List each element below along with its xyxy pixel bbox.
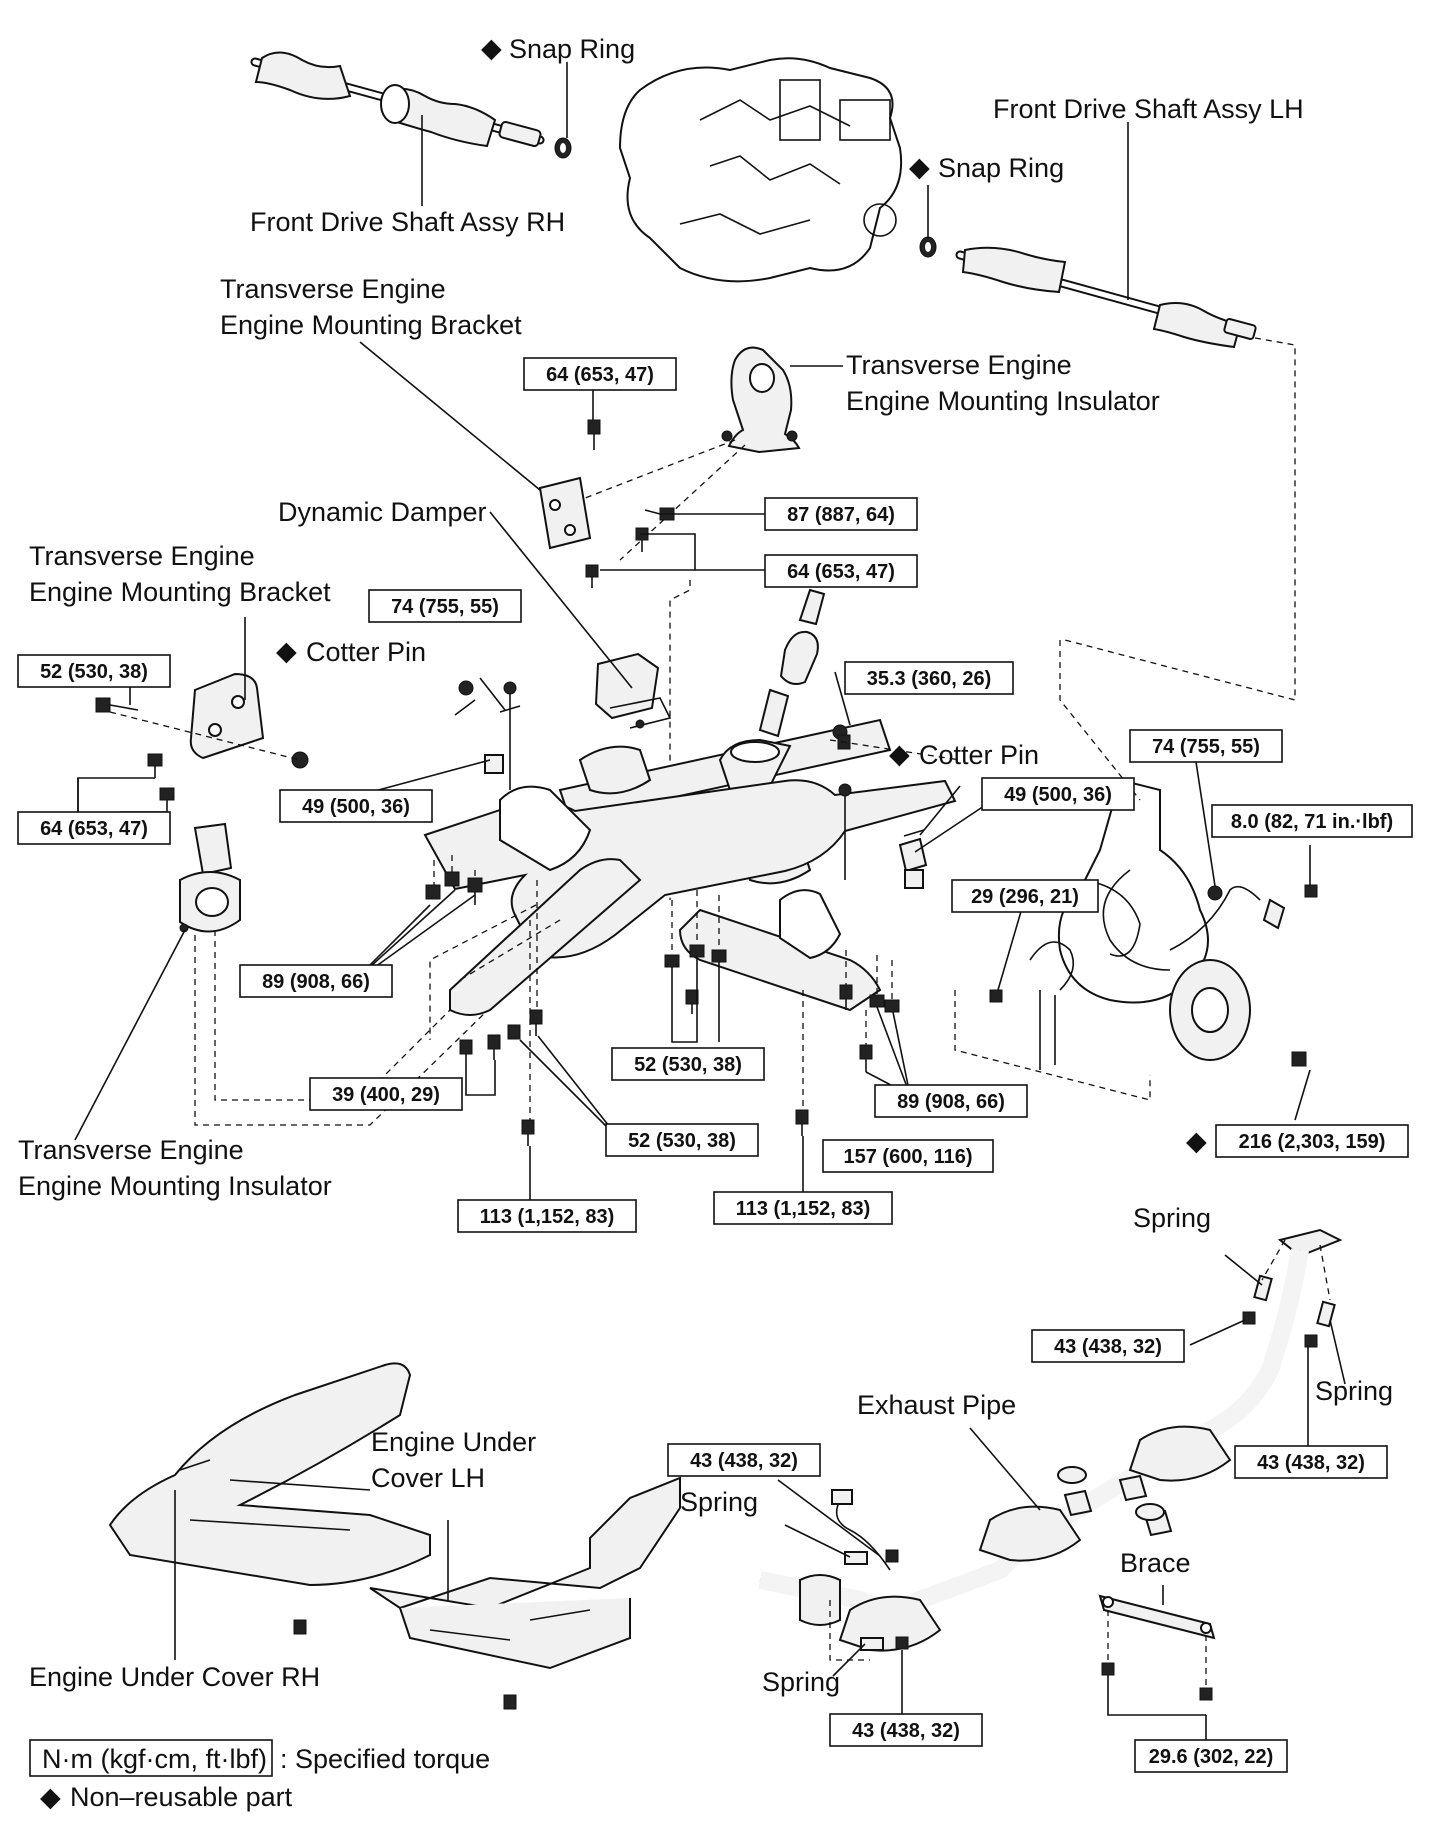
transaxle xyxy=(618,57,903,283)
torque-49b: 49 (500, 36) xyxy=(1004,784,1112,806)
label-spring-left: Spring xyxy=(680,1487,758,1517)
part-labels: ◆ Snap Ring Front Drive Shaft Assy LH ◆ … xyxy=(18,33,1393,1697)
torque-74a: 74 (755, 55) xyxy=(391,596,499,618)
top-mounting-bracket xyxy=(538,476,592,550)
nonreusable-mark: ◆ xyxy=(276,636,297,666)
torque-8: 8.0 (82, 71 in.·lbf) xyxy=(1231,811,1393,833)
torque-113a: 113 (1,152, 83) xyxy=(480,1206,615,1228)
drive-shaft-lh xyxy=(955,246,1257,349)
torque-29: 29 (296, 21) xyxy=(971,886,1079,908)
label-snap-ring-rh: Snap Ring xyxy=(509,34,635,64)
legend-nonreusable-mark: ◆ xyxy=(40,1782,61,1812)
nonreusable-mark: ◆ xyxy=(1186,1126,1207,1156)
torque-216: 216 (2,303, 159) xyxy=(1239,1131,1386,1153)
label-spring-bottom: Spring xyxy=(762,1667,840,1697)
subframe-dashes xyxy=(429,739,961,1120)
label-under-cover-rh: Engine Under Cover RH xyxy=(29,1662,320,1692)
torque-specs: 64 (653, 47) 87 (887, 64) 64 (653, 47) 7… xyxy=(17,357,1413,1773)
torque-43a: 43 (438, 32) xyxy=(1054,1336,1162,1358)
label-insulator-bottom-line1: Transverse Engine xyxy=(18,1135,244,1165)
torque-64c: 64 (653, 47) xyxy=(40,818,148,840)
legend-nonreusable: Non–reusable part xyxy=(70,1782,293,1812)
label-spring-right: Spring xyxy=(1315,1376,1393,1406)
legend: N·m (kgf·cm, ft·lbf) : Specified torque … xyxy=(29,1739,490,1812)
label-cotter-pin-left: Cotter Pin xyxy=(306,637,426,667)
torque-87: 87 (887, 64) xyxy=(787,504,895,526)
steering-knuckle xyxy=(1057,778,1251,1061)
label-insulator-bottom-line2: Engine Mounting Insulator xyxy=(18,1171,332,1201)
exhaust-springs xyxy=(831,1274,1336,1651)
left-mounting-bracket xyxy=(189,672,265,760)
label-insulator-top-line1: Transverse Engine xyxy=(846,350,1072,380)
snap-ring-lh-part xyxy=(919,236,937,258)
torque-43b: 43 (438, 32) xyxy=(690,1450,798,1472)
torque-64a: 64 (653, 47) xyxy=(546,364,654,386)
left-mounting-insulator xyxy=(179,822,241,933)
label-bracket-left-line2: Engine Mounting Bracket xyxy=(29,577,331,607)
exhaust-hangers xyxy=(1057,1466,1165,1521)
snap-ring-rh-part xyxy=(554,137,572,159)
tie-rods xyxy=(484,681,928,889)
torque-52b: 52 (530, 38) xyxy=(634,1054,742,1076)
bolts-top-bracket xyxy=(585,419,675,588)
torque-52c: 52 (530, 38) xyxy=(628,1130,736,1152)
label-under-cover-lh-line2: Cover LH xyxy=(371,1463,485,1493)
label-brace: Brace xyxy=(1120,1548,1191,1578)
label-exhaust-pipe: Exhaust Pipe xyxy=(857,1390,1016,1420)
nonreusable-mark: ◆ xyxy=(889,739,910,769)
torque-89a: 89 (908, 66) xyxy=(262,971,370,993)
leader-lines xyxy=(74,62,1346,1740)
under-cover-rh-part xyxy=(108,1362,431,1635)
torque-52a: 52 (530, 38) xyxy=(40,661,148,683)
label-under-cover-lh-line1: Engine Under xyxy=(371,1427,536,1457)
front-crossmember xyxy=(423,779,957,1016)
nonreusable-mark: ◆ xyxy=(909,152,930,182)
legend-unit-box: N·m (kgf·cm, ft·lbf) xyxy=(42,1744,267,1774)
dynamic-damper-part xyxy=(594,652,672,729)
top-mounting-insulator xyxy=(721,346,801,454)
bolts-left-bracket xyxy=(95,697,309,812)
label-cotter-pin-right: Cotter Pin xyxy=(919,740,1039,770)
torque-89b: 89 (908, 66) xyxy=(897,1091,1005,1113)
label-drive-shaft-rh: Front Drive Shaft Assy RH xyxy=(250,207,565,237)
label-bracket-top-line1: Transverse Engine xyxy=(220,274,446,304)
torque-64b: 64 (653, 47) xyxy=(787,561,895,583)
brace-part xyxy=(1098,1594,1216,1701)
exhaust-pipe-part xyxy=(758,1228,1343,1652)
torque-157: 157 (600, 116) xyxy=(844,1146,973,1168)
knuckle-bolts xyxy=(989,884,1318,1067)
torque-29-6: 29.6 (302, 22) xyxy=(1149,1746,1274,1768)
legend-unit-text: : Specified torque xyxy=(280,1744,490,1774)
torque-43c: 43 (438, 32) xyxy=(1257,1452,1365,1474)
drive-shaft-rh xyxy=(250,51,545,148)
label-drive-shaft-lh: Front Drive Shaft Assy LH xyxy=(993,94,1304,124)
torque-43d: 43 (438, 32) xyxy=(852,1720,960,1742)
nonreusable-mark: ◆ xyxy=(481,33,502,63)
under-cover-lh-part xyxy=(369,1476,681,1710)
label-bracket-left-line1: Transverse Engine xyxy=(29,541,255,571)
cotter-pins xyxy=(499,705,925,837)
torque-74b: 74 (755, 55) xyxy=(1152,736,1260,758)
label-spring-top: Spring xyxy=(1133,1203,1211,1233)
steering-column xyxy=(758,588,826,738)
torque-35: 35.3 (360, 26) xyxy=(867,668,992,690)
label-snap-ring-lh: Snap Ring xyxy=(938,153,1064,183)
torque-39: 39 (400, 29) xyxy=(332,1084,440,1106)
label-bracket-top-line2: Engine Mounting Bracket xyxy=(220,310,522,340)
label-insulator-top-line2: Engine Mounting Insulator xyxy=(846,386,1160,416)
torque-113b: 113 (1,152, 83) xyxy=(736,1198,871,1220)
torque-49a: 49 (500, 36) xyxy=(302,796,410,818)
label-dynamic-damper: Dynamic Damper xyxy=(278,497,487,527)
